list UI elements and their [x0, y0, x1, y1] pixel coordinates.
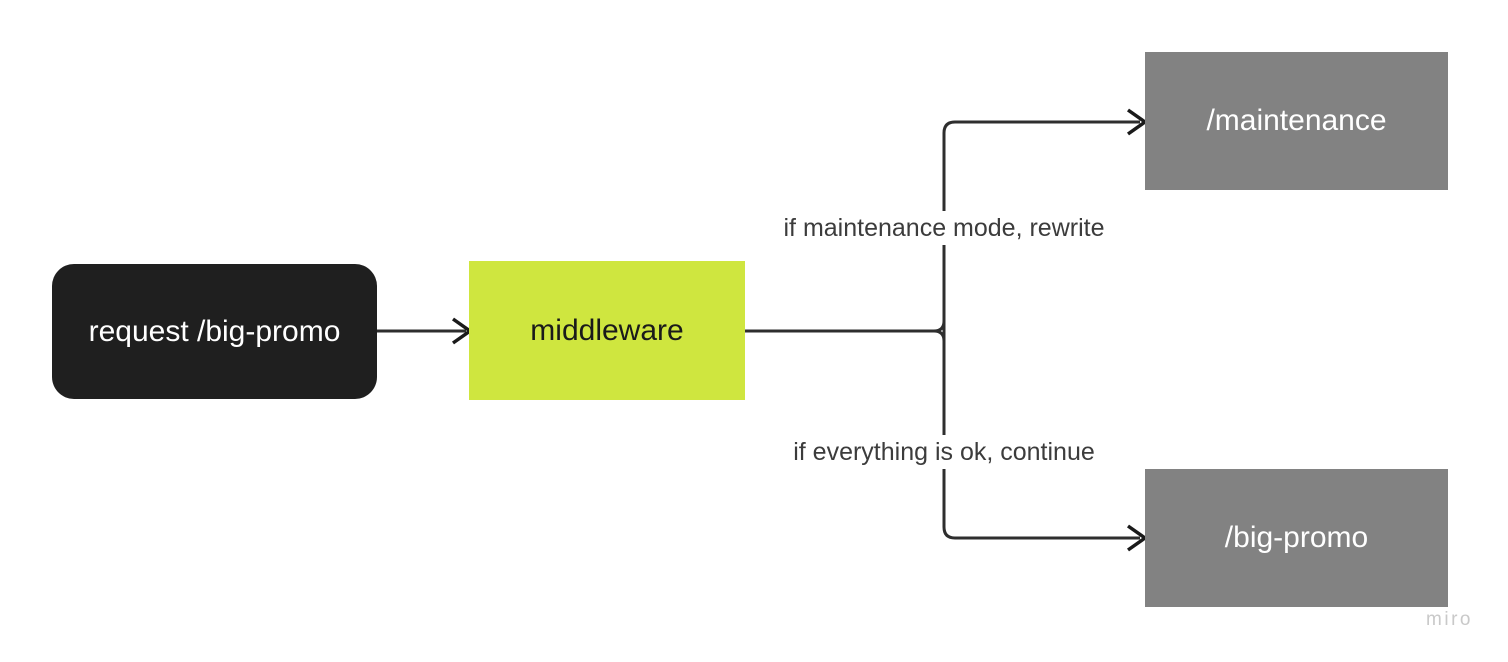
edge-middleware-trunk	[745, 320, 946, 333]
arrow-head-maintenance	[1126, 108, 1149, 136]
node-request-label: request /big-promo	[88, 314, 341, 348]
edge-label-maintenance: if maintenance mode, rewrite	[776, 211, 1112, 245]
node-maintenance[interactable]: /maintenance	[1145, 52, 1448, 190]
arrow-head-middleware	[451, 317, 474, 345]
node-middleware[interactable]: middleware	[469, 261, 745, 400]
miro-watermark: miro	[1426, 609, 1473, 630]
edge-middleware-trunk-lower	[933, 329, 946, 342]
node-request[interactable]: request /big-promo	[52, 264, 377, 399]
node-middleware-label: middleware	[530, 313, 684, 347]
edge-label-big-promo: if everything is ok, continue	[786, 435, 1102, 469]
node-big-promo[interactable]: /big-promo	[1145, 469, 1448, 607]
arrow-head-big-promo	[1126, 524, 1149, 552]
node-maintenance-label: /maintenance	[1206, 104, 1387, 137]
node-big-promo-label: /big-promo	[1224, 521, 1369, 554]
